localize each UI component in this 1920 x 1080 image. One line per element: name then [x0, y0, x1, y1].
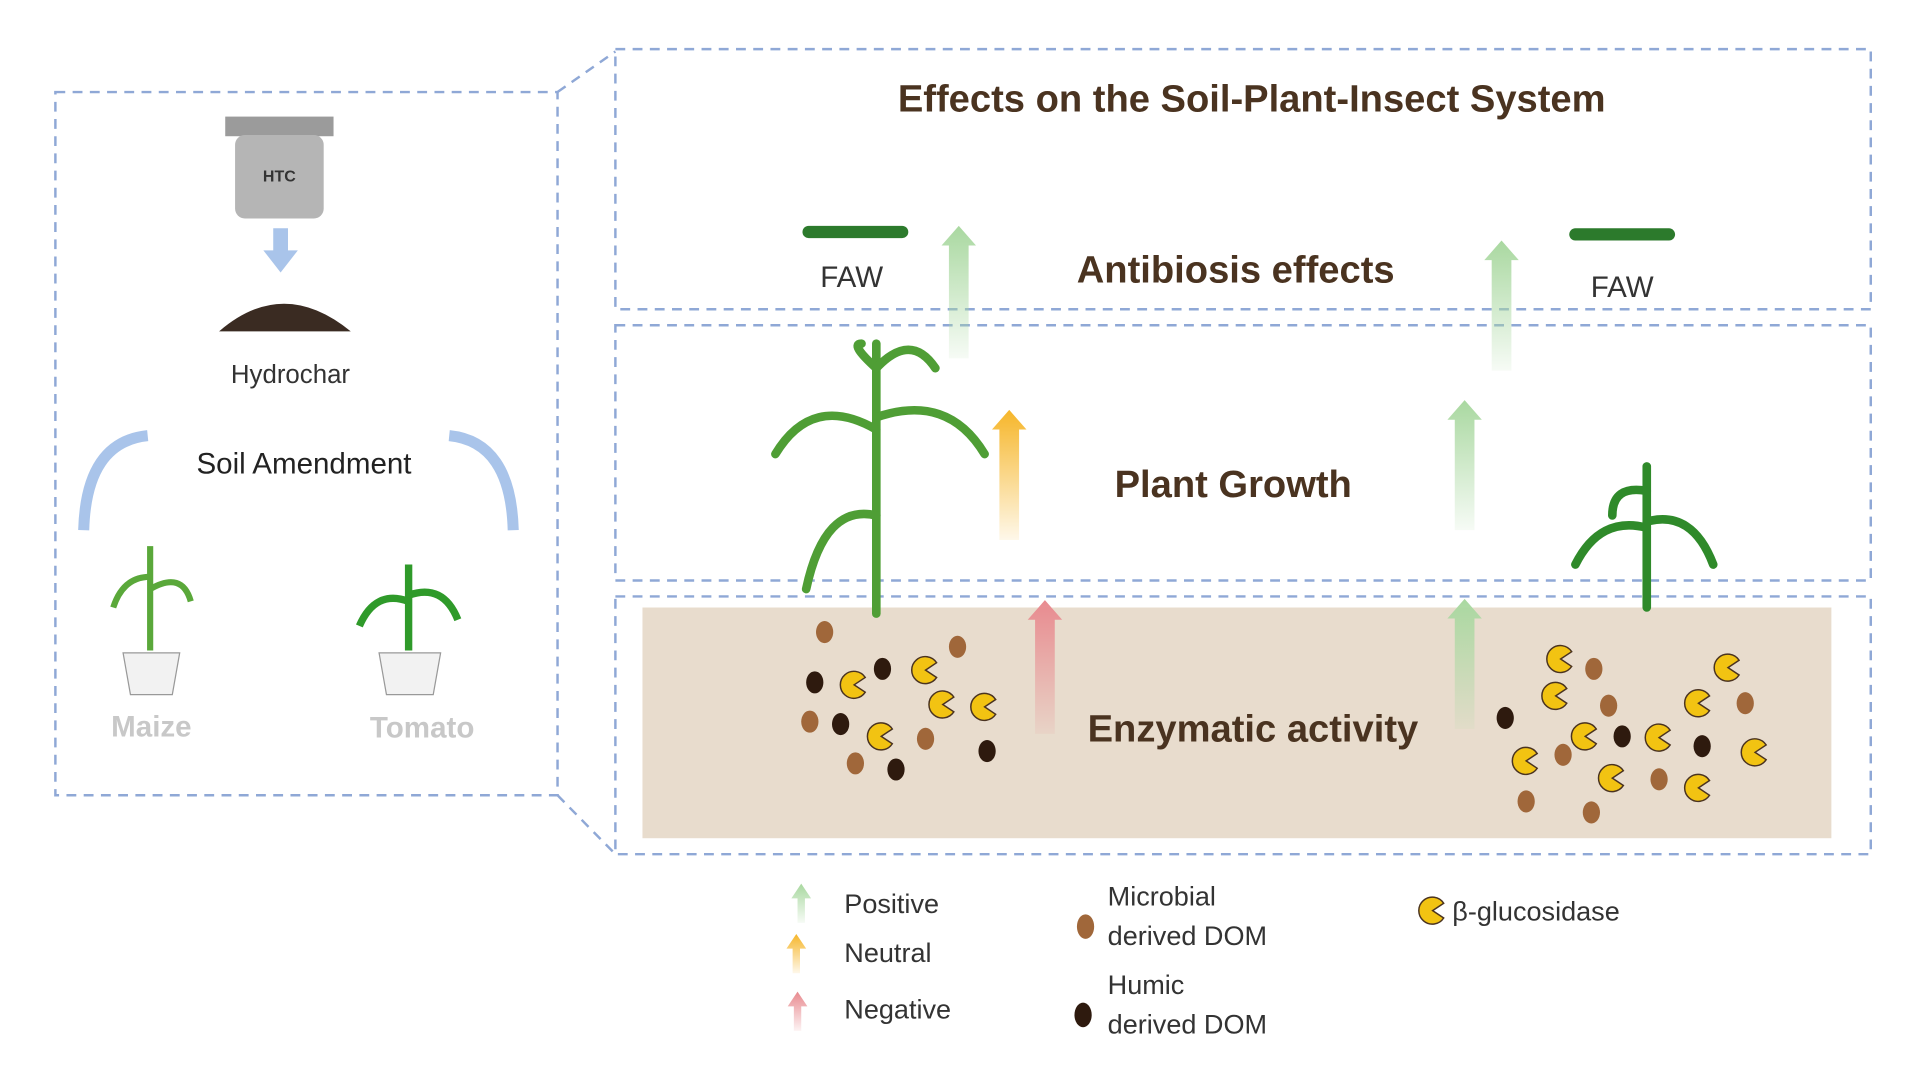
microbial-dom-particle: [1736, 692, 1754, 715]
humic-dom-particle: [1693, 735, 1711, 758]
microbial-dom-particle: [846, 752, 864, 775]
legend-neutral-label: Neutral: [844, 938, 931, 968]
tomato-label: Tomato: [370, 712, 474, 745]
tomato-pot-icon: [355, 564, 462, 696]
antibiosis-label: Antibiosis effects: [1077, 249, 1395, 291]
microbial-dom-particle: [1554, 743, 1572, 766]
soil-particles: [801, 621, 1767, 824]
maize-pot-icon: [110, 546, 194, 696]
enzymatic-label: Enzymatic activity: [1088, 708, 1419, 750]
left-panel: HTC Hydrochar Soil Amendment Maize Tomat…: [54, 50, 617, 856]
humic-dom-icon: [1074, 1002, 1092, 1028]
main-title: Effects on the Soil-Plant-Insect System: [898, 79, 1606, 121]
humic-dom-particle: [978, 740, 996, 763]
humic-dom-particle: [1613, 725, 1631, 748]
humic-dom-particle: [873, 657, 892, 680]
plant-growth-label: Plant Growth: [1115, 464, 1352, 506]
microbial-dom-particle: [1650, 768, 1668, 791]
humic-dom-particle: [806, 671, 824, 694]
microbial-dom-particle: [1585, 657, 1603, 680]
microbial-dom-particle: [1600, 694, 1618, 717]
legend-positive-label: Positive: [844, 889, 939, 919]
legend-neutral-icon: [786, 933, 807, 974]
microbial-dom-particle: [816, 621, 834, 644]
hydrochar-label: Hydrochar: [231, 361, 351, 389]
microbial-dom-particle: [916, 727, 935, 750]
microbial-dom-particle: [801, 710, 819, 733]
humic-dom-particle: [832, 713, 850, 736]
beta-glucosidase-icon: [1418, 896, 1445, 925]
positive-arrow-icon: [941, 225, 976, 359]
right-panel: Effects on the Soil-Plant-Insect System …: [614, 47, 1872, 856]
hydrochar-pile-icon: [219, 303, 351, 332]
maize-label: Maize: [111, 710, 191, 743]
positive-arrow-icon: [1447, 598, 1482, 729]
tomato-plant-icon: [1571, 462, 1718, 612]
positive-arrow-icon: [1447, 400, 1482, 531]
legend: Positive Neutral Negative Microbial deri…: [786, 882, 1620, 1039]
faw-right-label: FAW: [1591, 271, 1654, 304]
legend-positive-icon: [791, 883, 812, 923]
humic-dom-particle: [887, 758, 905, 781]
legend-humic-label-2: derived DOM: [1108, 1009, 1267, 1039]
legend-negative-icon: [787, 991, 808, 1031]
microbial-dom-particle: [1582, 801, 1600, 824]
curved-arrow-right-icon: [448, 430, 519, 531]
caterpillar-right-icon: [1569, 228, 1676, 241]
legend-microbial-label-2: derived DOM: [1108, 921, 1267, 951]
reactor-label: HTC: [263, 169, 296, 186]
legend-negative-label: Negative: [844, 995, 951, 1025]
down-arrow-icon: [263, 228, 298, 273]
negative-arrow-icon: [1027, 600, 1063, 734]
soil-amendment-label: Soil Amendment: [196, 448, 411, 481]
maize-plant-icon: [771, 339, 989, 618]
positive-arrow-icon: [1484, 240, 1519, 371]
microbial-dom-icon: [1076, 914, 1095, 939]
legend-microbial-label: Microbial: [1108, 882, 1216, 912]
htc-reactor-icon: HTC: [225, 116, 334, 219]
faw-left-label: FAW: [820, 261, 883, 294]
microbial-dom-particle: [948, 635, 967, 658]
humic-dom-particle: [1496, 706, 1514, 729]
caterpillar-left-icon: [802, 225, 909, 239]
microbial-dom-particle: [1517, 790, 1535, 813]
legend-enzyme-label: β-glucosidase: [1452, 896, 1619, 926]
legend-humic-label: Humic: [1108, 970, 1185, 1000]
curved-arrow-left-icon: [78, 430, 149, 531]
neutral-arrow-icon: [992, 409, 1027, 540]
